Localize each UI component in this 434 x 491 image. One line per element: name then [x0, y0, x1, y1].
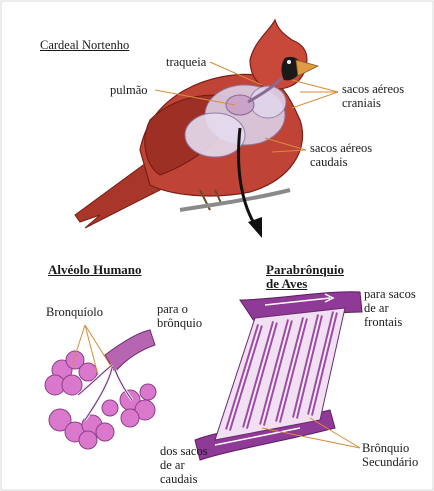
alveoli-clusters: [45, 351, 156, 449]
bird-head: [250, 20, 307, 89]
parabronchus-title: Parabrônquio de Aves: [266, 263, 344, 291]
leader-craniais-1: [292, 80, 338, 92]
label-para-bronquio: para o brônquio: [157, 302, 202, 330]
label-dos-sacos-caudais: dos sacos de ar caudais: [160, 444, 208, 486]
label-sacos-caudais: sacos aéreos caudais: [310, 141, 372, 169]
lung: [226, 95, 254, 115]
human-alveolus-illustration: [45, 330, 156, 449]
bird-eye: [287, 60, 291, 64]
label-sacos-craniais: sacos aéreos craniais: [342, 82, 404, 110]
bird-title: Cardeal Nortenho: [40, 38, 129, 52]
caudal-air-sac: [185, 113, 245, 157]
label-bronquio-secundario: Brônquio Secundário: [362, 441, 418, 469]
label-pulmao: pulmão: [110, 83, 148, 97]
alveolus-title: Alvéolo Humano: [48, 263, 142, 277]
parabronchus-illustration: [195, 292, 362, 460]
label-para-sacos-frontais: para sacos de ar frontais: [364, 287, 416, 329]
label-bronquiolo: Bronquíolo: [46, 305, 103, 319]
leader-craniais-3: [292, 92, 338, 108]
label-traqueia: traqueia: [166, 55, 206, 69]
arrow-head: [248, 217, 262, 238]
